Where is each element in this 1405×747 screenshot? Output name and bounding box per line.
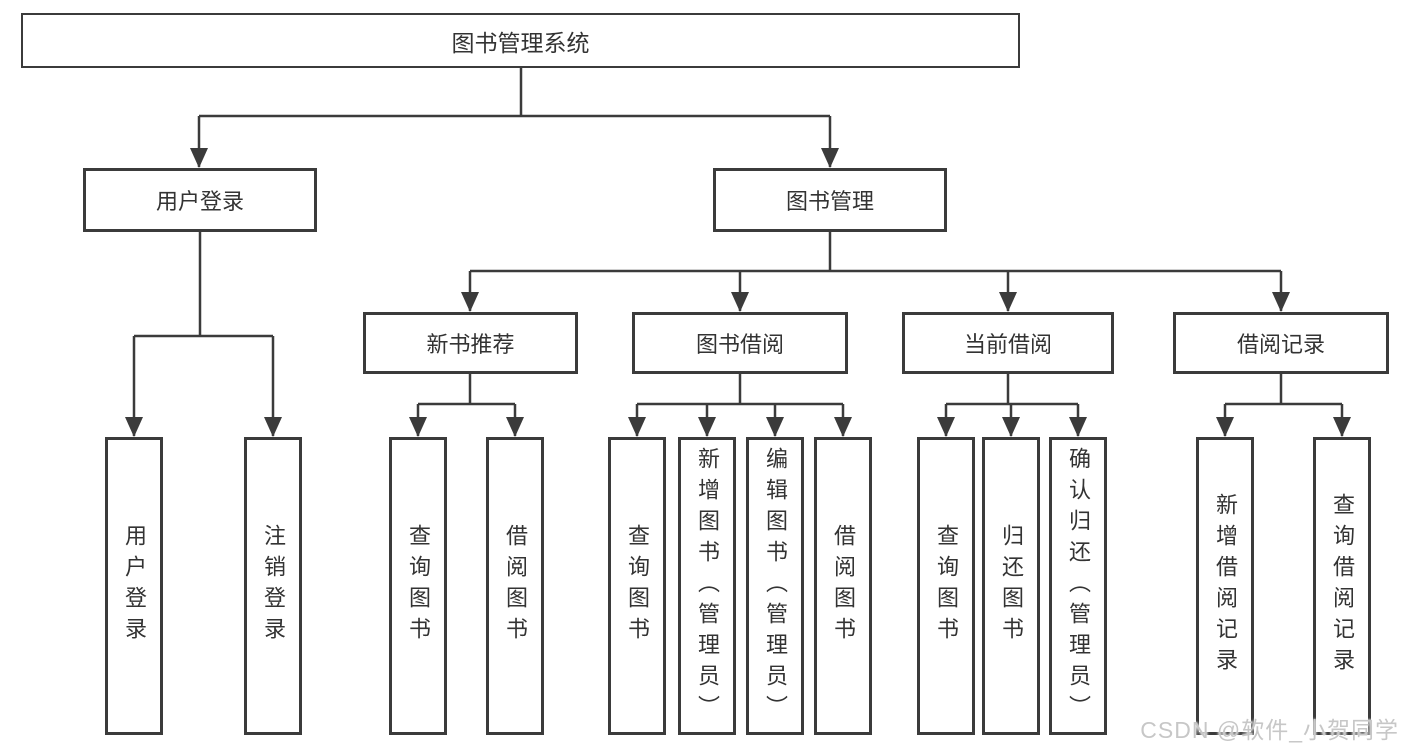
leaf-query-borrow-record: 查询借阅记录 <box>1313 437 1371 735</box>
leaf-logout-label: 注销登录 <box>261 524 286 648</box>
leaf-confirm-return-admin-label: 确认归还（管理员） <box>1066 446 1091 726</box>
connector-trunks <box>134 68 1342 406</box>
node-current-borrow: 当前借阅 <box>902 312 1114 374</box>
leaf-query-book-2: 查询图书 <box>608 437 666 735</box>
node-book-management: 图书管理 <box>713 168 947 232</box>
csdn-watermark: CSDN @软件_小贺同学 <box>1140 717 1399 743</box>
leaf-user-login-label: 用户登录 <box>122 524 147 648</box>
leaf-query-book-1: 查询图书 <box>389 437 447 735</box>
leaf-add-book-admin: 新增图书（管理员） <box>678 437 736 735</box>
leaf-confirm-return-admin: 确认归还（管理员） <box>1049 437 1107 735</box>
leaf-query-borrow-record-label: 查询借阅记录 <box>1330 493 1355 679</box>
leaf-borrow-book-2: 借阅图书 <box>814 437 872 735</box>
node-root-system: 图书管理系统 <box>21 13 1020 68</box>
leaf-query-book-1-label: 查询图书 <box>406 524 431 648</box>
leaf-return-book-label: 归还图书 <box>999 524 1024 648</box>
node-new-book-recommend: 新书推荐 <box>363 312 578 374</box>
leaf-add-borrow-record: 新增借阅记录 <box>1196 437 1254 735</box>
leaf-edit-book-admin-label: 编辑图书（管理员） <box>763 446 788 726</box>
leaf-query-book-3: 查询图书 <box>917 437 975 735</box>
leaf-query-book-2-label: 查询图书 <box>625 524 650 648</box>
leaf-return-book: 归还图书 <box>982 437 1040 735</box>
leaf-borrow-book-1-label: 借阅图书 <box>503 524 528 648</box>
leaf-borrow-book-2-label: 借阅图书 <box>831 524 856 648</box>
leaf-logout: 注销登录 <box>244 437 302 735</box>
leaf-query-book-3-label: 查询图书 <box>934 524 959 648</box>
node-borrow-records: 借阅记录 <box>1173 312 1389 374</box>
node-user-login: 用户登录 <box>83 168 317 232</box>
leaf-borrow-book-1: 借阅图书 <box>486 437 544 735</box>
leaf-user-login: 用户登录 <box>105 437 163 735</box>
leaf-add-book-admin-label: 新增图书（管理员） <box>695 446 720 726</box>
leaf-add-borrow-record-label: 新增借阅记录 <box>1213 493 1238 679</box>
leaf-edit-book-admin: 编辑图书（管理员） <box>746 437 804 735</box>
node-book-borrow: 图书借阅 <box>632 312 848 374</box>
